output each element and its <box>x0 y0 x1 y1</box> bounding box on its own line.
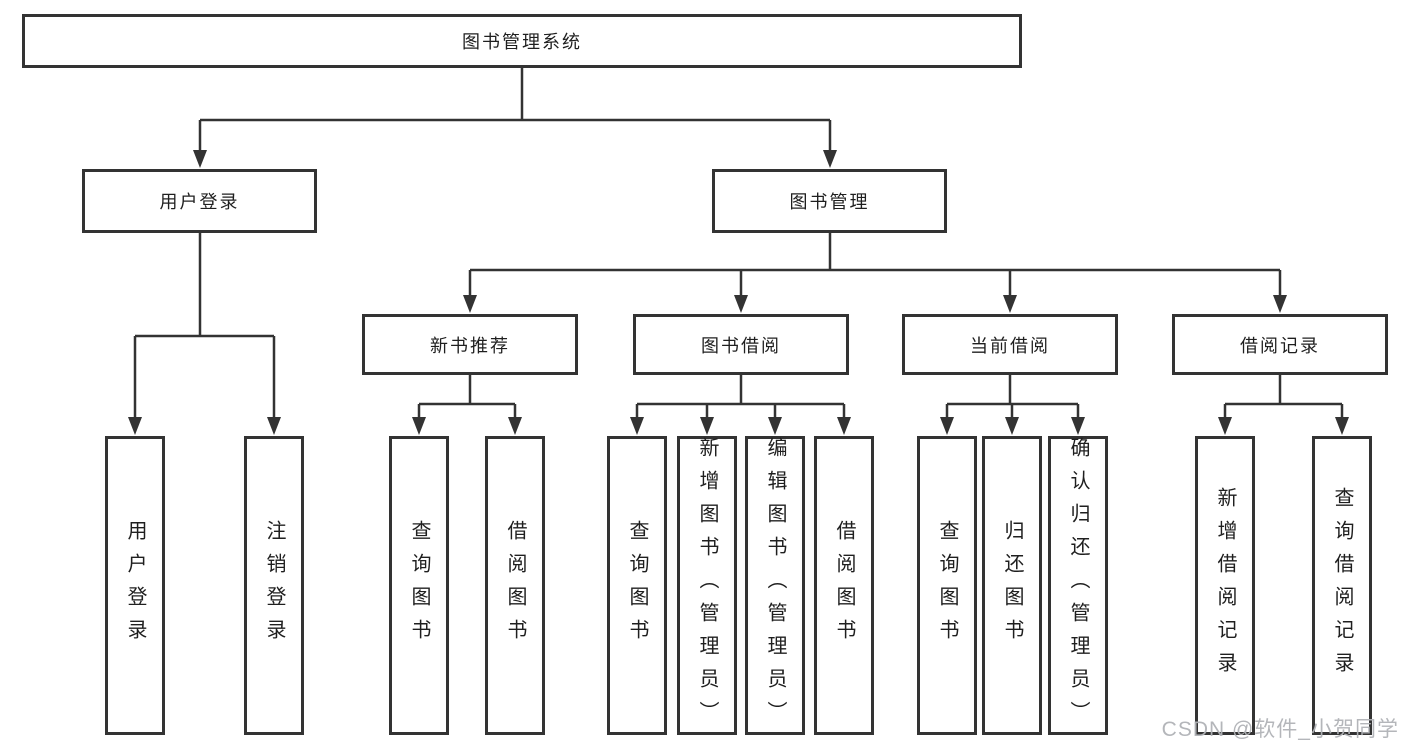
node-book-borrow: 图书借阅 <box>633 314 849 375</box>
node-label: 新增图书（管理员） <box>696 437 718 734</box>
node-label: 借阅图书 <box>833 519 855 652</box>
connector-paths <box>133 68 1344 418</box>
node-label: 借阅图书 <box>504 519 526 652</box>
node-borrow-records: 借阅记录 <box>1172 314 1388 375</box>
node-confirm-return-admin: 确认归还（管理员） <box>1048 436 1108 735</box>
node-user-login: 用户登录 <box>82 169 317 233</box>
connector-current-to-leaves <box>945 375 1080 418</box>
node-add-borrow-record: 新增借阅记录 <box>1195 436 1255 735</box>
connector-records-to-leaves <box>1223 375 1344 418</box>
node-label: 图书借阅 <box>701 335 781 356</box>
node-query-books-current: 查询图书 <box>917 436 977 735</box>
connector-book-mgmt-to-level2 <box>468 233 1282 296</box>
node-label: 归还图书 <box>1001 519 1023 652</box>
node-label: 借阅记录 <box>1240 335 1320 356</box>
node-label: 查询图书 <box>936 519 958 652</box>
node-label: 查询图书 <box>408 519 430 652</box>
node-label: 确认归还（管理员） <box>1067 437 1089 734</box>
node-borrow-books-newrec: 借阅图书 <box>485 436 545 735</box>
node-return-books: 归还图书 <box>982 436 1042 735</box>
node-edit-books-admin: 编辑图书（管理员） <box>745 436 805 735</box>
node-user-login-leaf: 用户登录 <box>105 436 165 735</box>
node-new-book-recommend: 新书推荐 <box>362 314 578 375</box>
node-label: 查询借阅记录 <box>1331 486 1353 685</box>
node-book-management: 图书管理 <box>712 169 947 233</box>
connector-newrec-to-leaves <box>417 375 517 418</box>
node-label: 当前借阅 <box>970 335 1050 356</box>
connector-user-login-to-leaves <box>133 233 276 418</box>
connector-root-to-level1 <box>198 68 832 151</box>
node-label: 用户登录 <box>159 192 240 212</box>
node-query-books-newrec: 查询图书 <box>389 436 449 735</box>
node-label: 新增借阅记录 <box>1214 486 1236 685</box>
node-borrow-books: 借阅图书 <box>814 436 874 735</box>
node-logout-leaf: 注销登录 <box>244 436 304 735</box>
node-label: 编辑图书（管理员） <box>764 437 786 734</box>
connector-borrow-to-leaves <box>635 375 846 418</box>
node-current-borrow: 当前借阅 <box>902 314 1118 375</box>
node-label: 新书推荐 <box>430 335 510 356</box>
node-label: 图书管理系统 <box>462 32 582 52</box>
node-query-borrow-record: 查询借阅记录 <box>1312 436 1372 735</box>
node-query-books-borrow: 查询图书 <box>607 436 667 735</box>
node-library-system: 图书管理系统 <box>22 14 1022 68</box>
node-label: 注销登录 <box>263 519 285 652</box>
node-add-books-admin: 新增图书（管理员） <box>677 436 737 735</box>
node-label: 查询图书 <box>626 519 648 652</box>
node-label: 图书管理 <box>789 192 870 212</box>
watermark: CSDN @软件_小贺同学 <box>1161 718 1399 741</box>
node-label: 用户登录 <box>124 519 146 652</box>
